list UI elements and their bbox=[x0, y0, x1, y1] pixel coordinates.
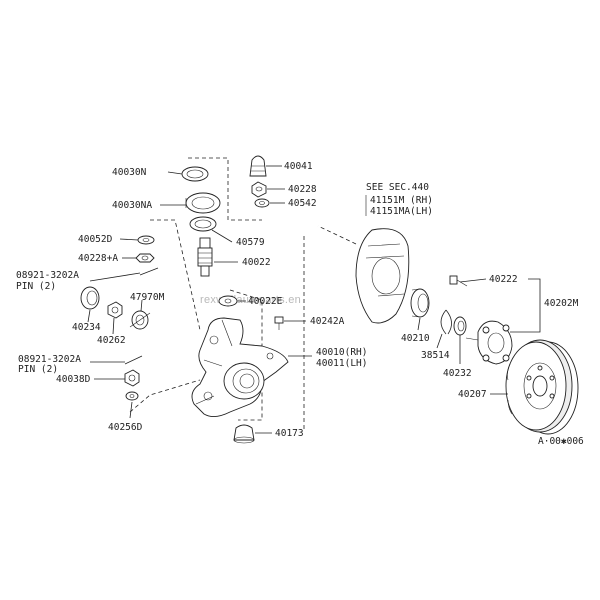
part-40052d-washer bbox=[137, 235, 155, 245]
label-38514: 38514 bbox=[421, 350, 450, 361]
part-pin-upper bbox=[139, 267, 159, 276]
label-40242a: 40242A bbox=[310, 316, 345, 327]
label-40173: 40173 bbox=[275, 428, 304, 439]
leader-40052d bbox=[119, 238, 139, 241]
leader-40256d bbox=[129, 401, 133, 419]
label-40052d: 40052D bbox=[78, 234, 113, 245]
see-sec-line1: 41151M (RH) bbox=[370, 195, 433, 206]
label-pin-upper-qty: PIN (2) bbox=[16, 281, 56, 292]
part-40041-boot bbox=[249, 155, 267, 177]
leader-40234 bbox=[87, 309, 91, 323]
label-40022e: 40022E bbox=[248, 296, 283, 307]
label-40022: 40022 bbox=[242, 257, 271, 268]
shield-guide bbox=[317, 225, 357, 245]
label-40234: 40234 bbox=[72, 322, 101, 333]
part-40256d-washer bbox=[125, 391, 139, 401]
see-sec-title: SEE SEC.440 bbox=[366, 182, 429, 193]
label-40228: 40228 bbox=[288, 184, 317, 195]
part-40242a-bolt bbox=[274, 316, 284, 330]
label-40256d: 40256D bbox=[108, 422, 143, 433]
label-40030na: 40030NA bbox=[112, 200, 152, 211]
see-sec-line2: 41151MA(LH) bbox=[370, 206, 433, 217]
part-40030na-bearing bbox=[185, 192, 221, 214]
part-40222-hub-bolt bbox=[449, 275, 468, 287]
part-steering-knuckle bbox=[191, 317, 289, 417]
label-40222: 40222 bbox=[489, 274, 518, 285]
label-40228a: 40228+A bbox=[78, 253, 118, 264]
label-08921-lower: 08921-3202A bbox=[18, 354, 81, 365]
diagram-code: A·00✱006 bbox=[538, 436, 584, 447]
leader-40262 bbox=[112, 317, 115, 335]
part-40022e-nut bbox=[218, 295, 238, 307]
leader-40202m bbox=[510, 278, 541, 333]
label-40010: 40010(RH) bbox=[316, 347, 367, 358]
part-40202m-hub bbox=[465, 320, 513, 365]
label-40579: 40579 bbox=[236, 237, 265, 248]
guide-line-upper bbox=[188, 157, 262, 221]
part-40228-nut bbox=[251, 181, 267, 198]
part-40038d-nut bbox=[124, 369, 140, 387]
label-08921-upper: 08921-3202A bbox=[16, 270, 79, 281]
part-40207-brake-rotor bbox=[505, 339, 579, 435]
leader-40030n bbox=[167, 171, 183, 175]
guide-line-lower bbox=[129, 379, 201, 413]
label-40038d: 40038D bbox=[56, 374, 91, 385]
part-40232-seal bbox=[453, 316, 467, 336]
part-40234-seal bbox=[80, 286, 100, 310]
label-40262: 40262 bbox=[97, 335, 126, 346]
part-47970m bbox=[129, 310, 151, 330]
part-38514-snap-ring bbox=[440, 309, 452, 335]
guide-line-left bbox=[150, 219, 201, 331]
leader-40210 bbox=[417, 317, 421, 331]
leader-pin-upper bbox=[89, 272, 141, 282]
part-dust-shield bbox=[355, 228, 410, 324]
part-pin-lower bbox=[124, 355, 143, 365]
label-40232: 40232 bbox=[443, 368, 472, 379]
label-40542: 40542 bbox=[288, 198, 317, 209]
part-40022-ball-joint bbox=[197, 237, 213, 277]
part-40228a-nut bbox=[135, 253, 155, 263]
label-40202m: 40202M bbox=[544, 298, 579, 309]
part-40542-washer bbox=[254, 198, 270, 208]
label-40030n: 40030N bbox=[112, 167, 147, 178]
leader-38514 bbox=[436, 333, 443, 349]
leader-40222 bbox=[459, 278, 487, 283]
label-40210: 40210 bbox=[401, 333, 430, 344]
part-40579-seal bbox=[189, 216, 217, 232]
label-47970m: 47970M bbox=[130, 292, 165, 303]
part-40030n-bearing bbox=[181, 166, 209, 182]
part-40173 bbox=[233, 424, 255, 444]
label-40041: 40041 bbox=[284, 161, 313, 172]
label-40207: 40207 bbox=[458, 389, 487, 400]
part-40210-bearing bbox=[410, 288, 430, 318]
part-40262-nut bbox=[107, 301, 123, 319]
label-pin-lower-qty: PIN (2) bbox=[18, 364, 58, 375]
label-40011: 40011(LH) bbox=[316, 358, 367, 369]
leader-40579 bbox=[211, 229, 233, 243]
leader-47970m bbox=[140, 299, 143, 312]
